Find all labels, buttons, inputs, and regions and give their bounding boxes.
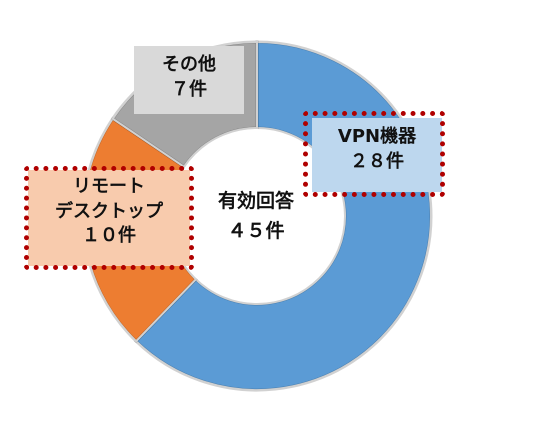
- center-label-line2: ４５件: [227, 219, 285, 242]
- remote-desktop-label-line1: リモート: [73, 176, 145, 197]
- other-label-value: ７件: [171, 78, 207, 100]
- remote-desktop-label-line2: デスクトップ: [55, 200, 163, 222]
- other-label-box: その他 ７件: [134, 46, 244, 114]
- donut-hole: [170, 129, 344, 303]
- remote-desktop-label-box: リモート デスクトップ １０件: [28, 170, 190, 266]
- vpn-label-box: VPN機器 ２８件: [312, 118, 442, 192]
- center-label-line1: 有効回答: [217, 190, 294, 212]
- center-label: 有効回答 ４５件: [196, 190, 316, 244]
- vpn-label-value: ２８件: [350, 150, 404, 172]
- remote-desktop-highlight-frame: [24, 166, 194, 270]
- vpn-highlight-frame: [303, 111, 445, 197]
- vpn-label-name: VPN機器: [337, 126, 417, 147]
- remote-desktop-label-value: １０件: [82, 225, 136, 246]
- other-label-name: その他: [162, 54, 216, 75]
